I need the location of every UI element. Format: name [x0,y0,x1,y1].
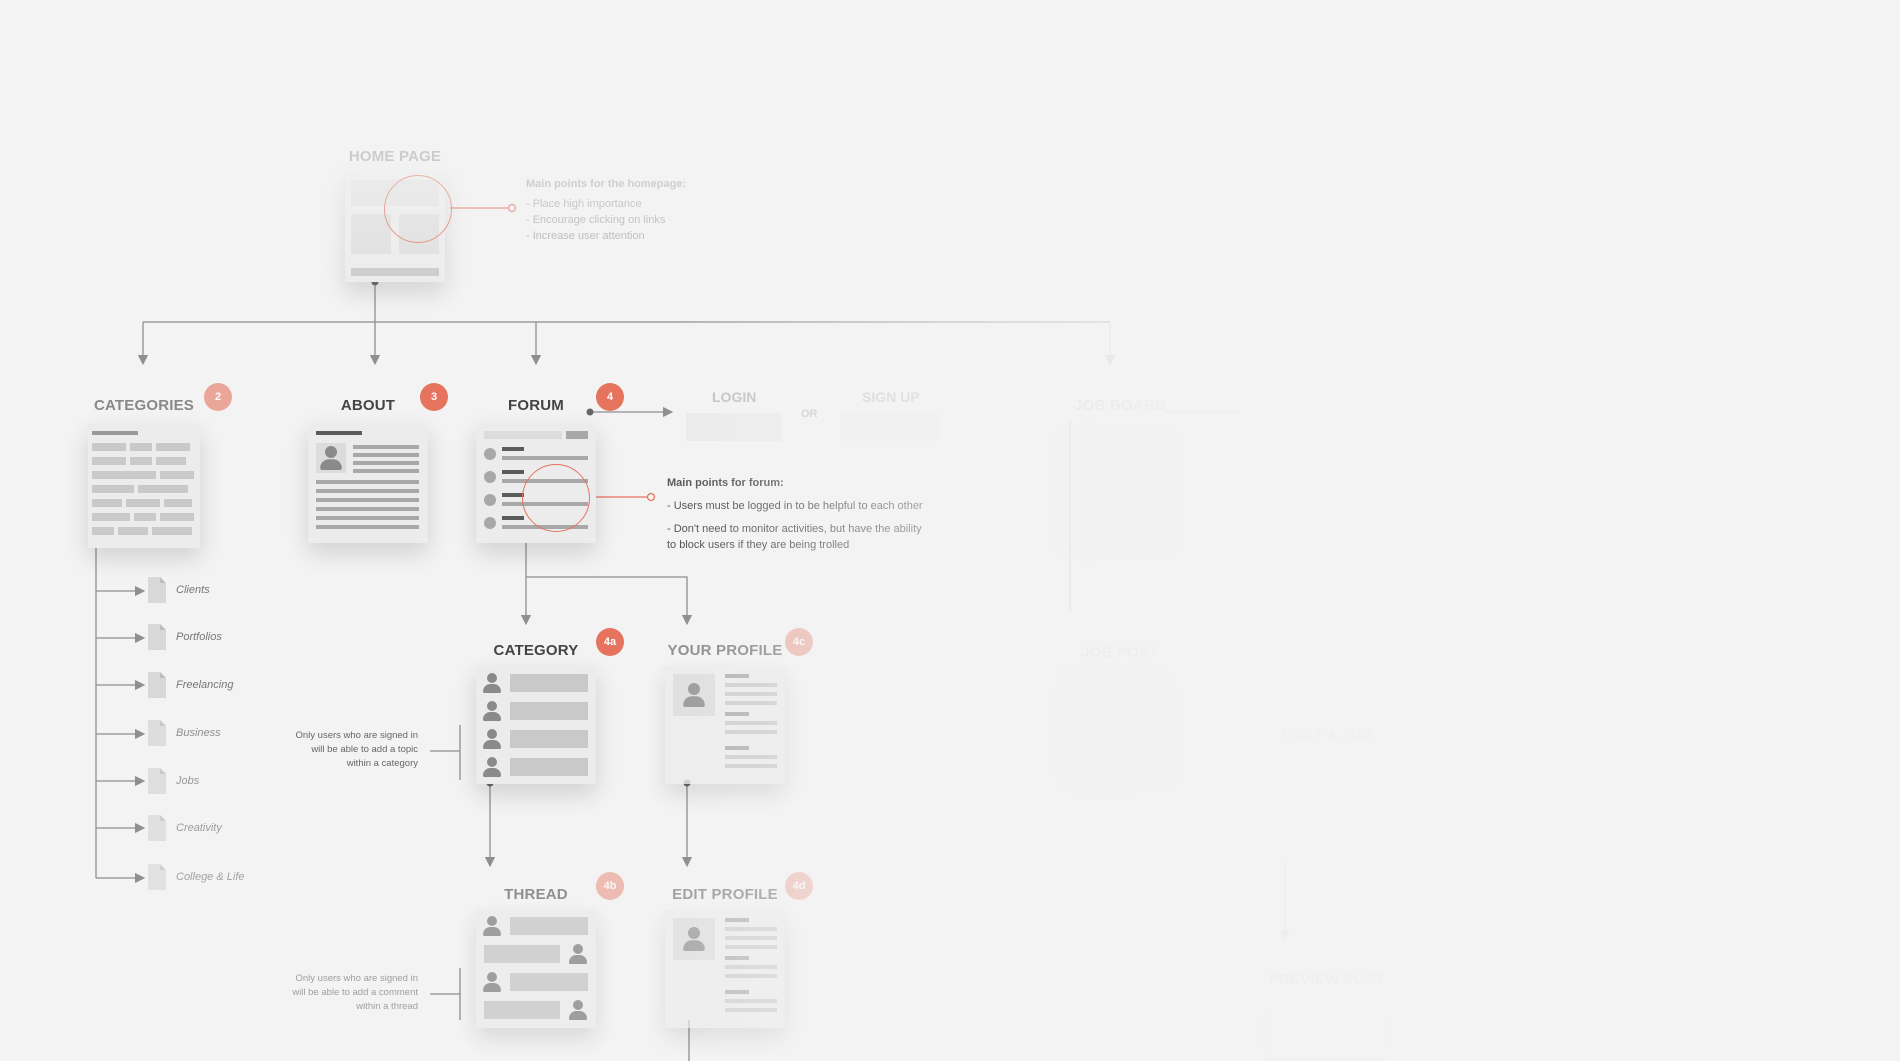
login-title: LOGIN [712,389,757,405]
homepage-note-3: - Increase user attention [526,230,645,242]
forum-notes-title: Main points for forum: [667,477,784,489]
forum-note-2a: - Don't need to monitor activities, but … [667,523,922,535]
thread-wireframe [476,910,596,1028]
your-profile-title: YOUR PROFILE [667,642,783,659]
forum-category-node[interactable]: CATEGORY 4a [476,628,624,788]
forum-title: FORUM [508,397,564,414]
post-a-job-node[interactable]: POST A JOB [1262,712,1392,802]
forum-category-badge: 4a [596,628,624,656]
job-board-title: JOB BOARD [1074,397,1166,414]
user-icon [680,925,709,954]
categories-node[interactable]: CATEGORIES 2 [88,383,232,548]
thread-title: THREAD [504,886,568,903]
job-post-node[interactable]: JOB POST [1060,630,1180,780]
document-icon [148,768,166,794]
your-profile-node[interactable]: YOUR PROFILE 4c [665,628,813,788]
edit-profile-title: EDIT PROFILE [672,886,778,903]
document-icon [148,672,166,698]
job-post-title: JOB POST [1081,644,1159,661]
thread-side-note: Only users who are signed in will be abl… [292,973,418,1012]
forum-category-title: CATEGORY [493,642,579,659]
post-a-job-title: POST A JOB [1281,726,1373,743]
thread-node[interactable]: THREAD 4b [476,872,624,1032]
homepage-notes-heading: Main points for the homepage: [526,178,687,190]
signup-title: SIGN UP [862,389,920,405]
or-label: OR [801,408,818,420]
homepage-highlight-circle [384,175,452,243]
about-node[interactable]: ABOUT 3 [308,383,448,543]
document-icon [148,577,166,603]
avatar [316,443,346,473]
edit-profile-badge: 4d [785,872,813,900]
job-board-wireframe [1060,423,1180,543]
about-badge: 3 [420,383,448,411]
user-icon [566,998,590,1022]
forum-category-wireframe [476,666,596,784]
job-post-wireframe [1060,668,1180,778]
user-icon [566,942,590,966]
your-profile-badge: 4c [785,628,813,656]
homepage-note-1: - Place high importance [526,198,642,210]
user-icon [480,970,504,994]
user-icon [480,755,504,779]
user-icon [480,914,504,938]
document-icon [148,815,166,841]
your-profile-wireframe [665,666,785,784]
user-icon [480,671,504,695]
forum-notes-block: Main points for forum: - Users must be l… [667,475,923,553]
user-icon [317,444,346,473]
user-icon [480,699,504,723]
homepage-note-2: - Encourage clicking on links [526,214,666,226]
thread-badge: 4b [596,872,624,900]
document-icon [148,624,166,650]
avatar [673,918,715,960]
forum-highlight-circle [522,464,590,532]
categories-badge: 2 [204,383,232,411]
forum-note-1: - Users must be logged in to be helpful … [667,500,923,512]
preview-post-node[interactable]: PREVIEW POST [1262,957,1392,1057]
user-icon [480,727,504,751]
category-side-note: Only users who are signed in will be abl… [295,730,418,769]
categories-wireframe [88,423,200,548]
job-board-node[interactable]: JOB BOARD [1060,383,1180,563]
forum-note-2b: to block users if they are being trolled [667,539,850,551]
categories-title: CATEGORIES [93,397,195,414]
preview-post-wireframe [1266,993,1386,1057]
document-icon [148,720,166,746]
preview-post-title: PREVIEW POST [1268,971,1386,988]
login-node[interactable]: LOGIN [682,385,786,445]
homepage-notes: Main points for the homepage: - Place hi… [526,176,686,244]
user-icon [680,681,709,710]
avatar [673,674,715,716]
forum-badge: 4 [596,383,624,411]
about-wireframe [308,423,428,543]
edit-profile-wireframe [665,910,785,1028]
about-title: ABOUT [340,397,396,414]
edit-profile-node[interactable]: EDIT PROFILE 4d [665,872,813,1032]
document-icon [148,864,166,890]
signup-node[interactable]: SIGN UP [836,385,946,445]
homepage-title: HOME PAGE [348,148,442,165]
